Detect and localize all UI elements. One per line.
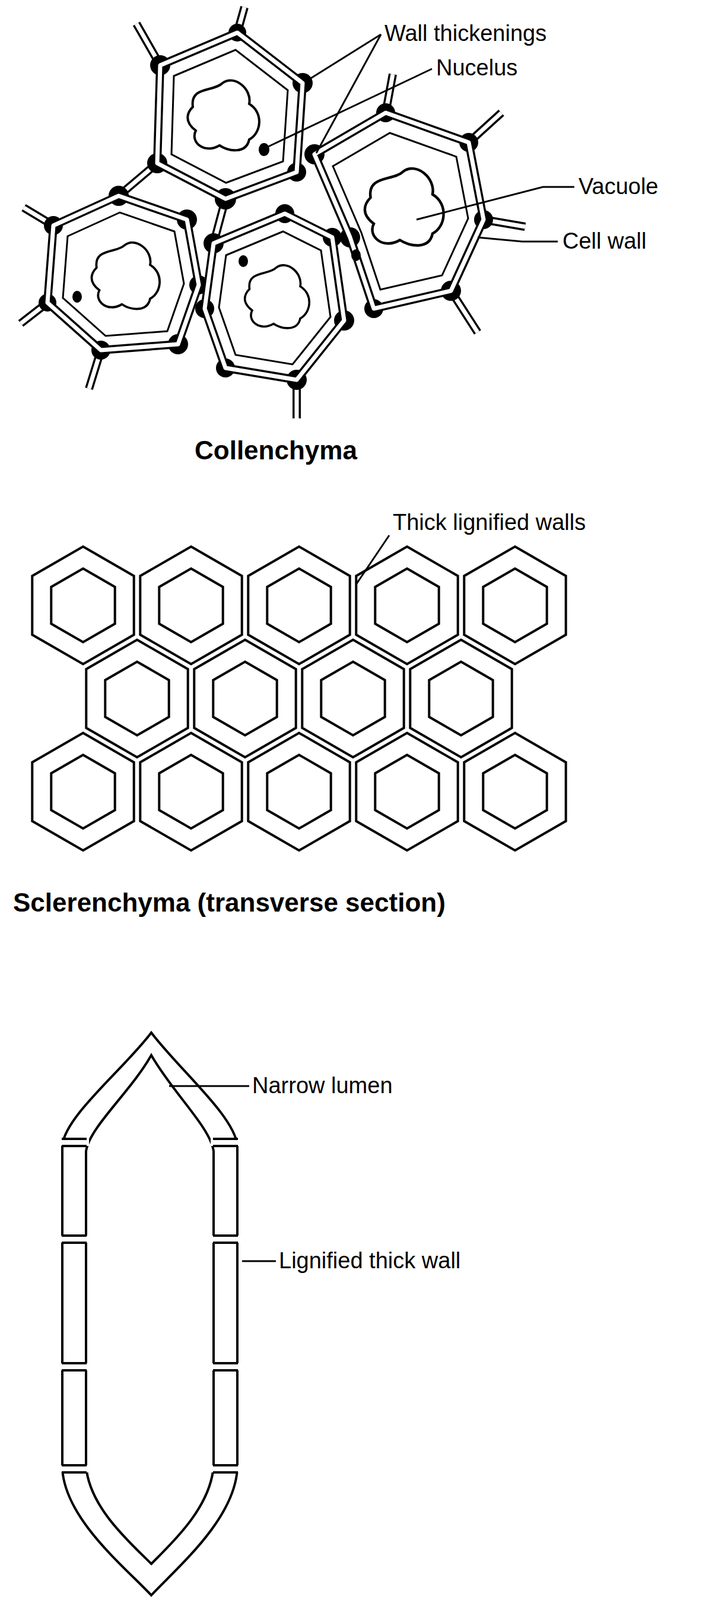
- fibre-lumen: [86, 1054, 214, 1564]
- leader-line: [169, 1085, 276, 1261]
- wall-stubs: [20, 7, 526, 419]
- leader-line: [267, 34, 575, 242]
- leader-line: [356, 535, 390, 585]
- cell-wall: [47, 32, 484, 380]
- nucleus: [72, 142, 361, 303]
- protoplast: [62, 49, 469, 365]
- section-caption: Sclerenchyma (transverse section): [13, 887, 446, 919]
- cell-lumen: [51, 568, 547, 829]
- part-label: Cell wall: [562, 227, 647, 256]
- cell-wall-inner: [47, 32, 484, 380]
- section-caption: Collenchyma: [194, 434, 358, 467]
- fibre-wall: [62, 1032, 238, 1595]
- part-label: Vacuole: [578, 173, 659, 201]
- vacuole: [187, 80, 260, 151]
- part-label: Thick lignified walls: [392, 509, 586, 537]
- vacuole: [91, 242, 160, 310]
- fibre-cell: [32, 546, 566, 851]
- pit-edge: [61, 1138, 238, 1473]
- fibre-drawing: [58, 1032, 276, 1595]
- wall-stubs-inner: [20, 7, 526, 419]
- pit-gap: [58, 1138, 242, 1473]
- collenchyma-drawing: [20, 7, 575, 419]
- part-label: Nucelus: [436, 54, 518, 82]
- part-label: Wall thickenings: [384, 20, 547, 48]
- wall-thickening: [38, 23, 494, 390]
- vacuole: [245, 265, 310, 329]
- vacuole: [364, 168, 444, 246]
- sclerenchyma-drawing: [32, 535, 566, 851]
- part-label: Narrow lumen: [252, 1072, 393, 1100]
- part-label: Lignified thick wall: [278, 1247, 461, 1275]
